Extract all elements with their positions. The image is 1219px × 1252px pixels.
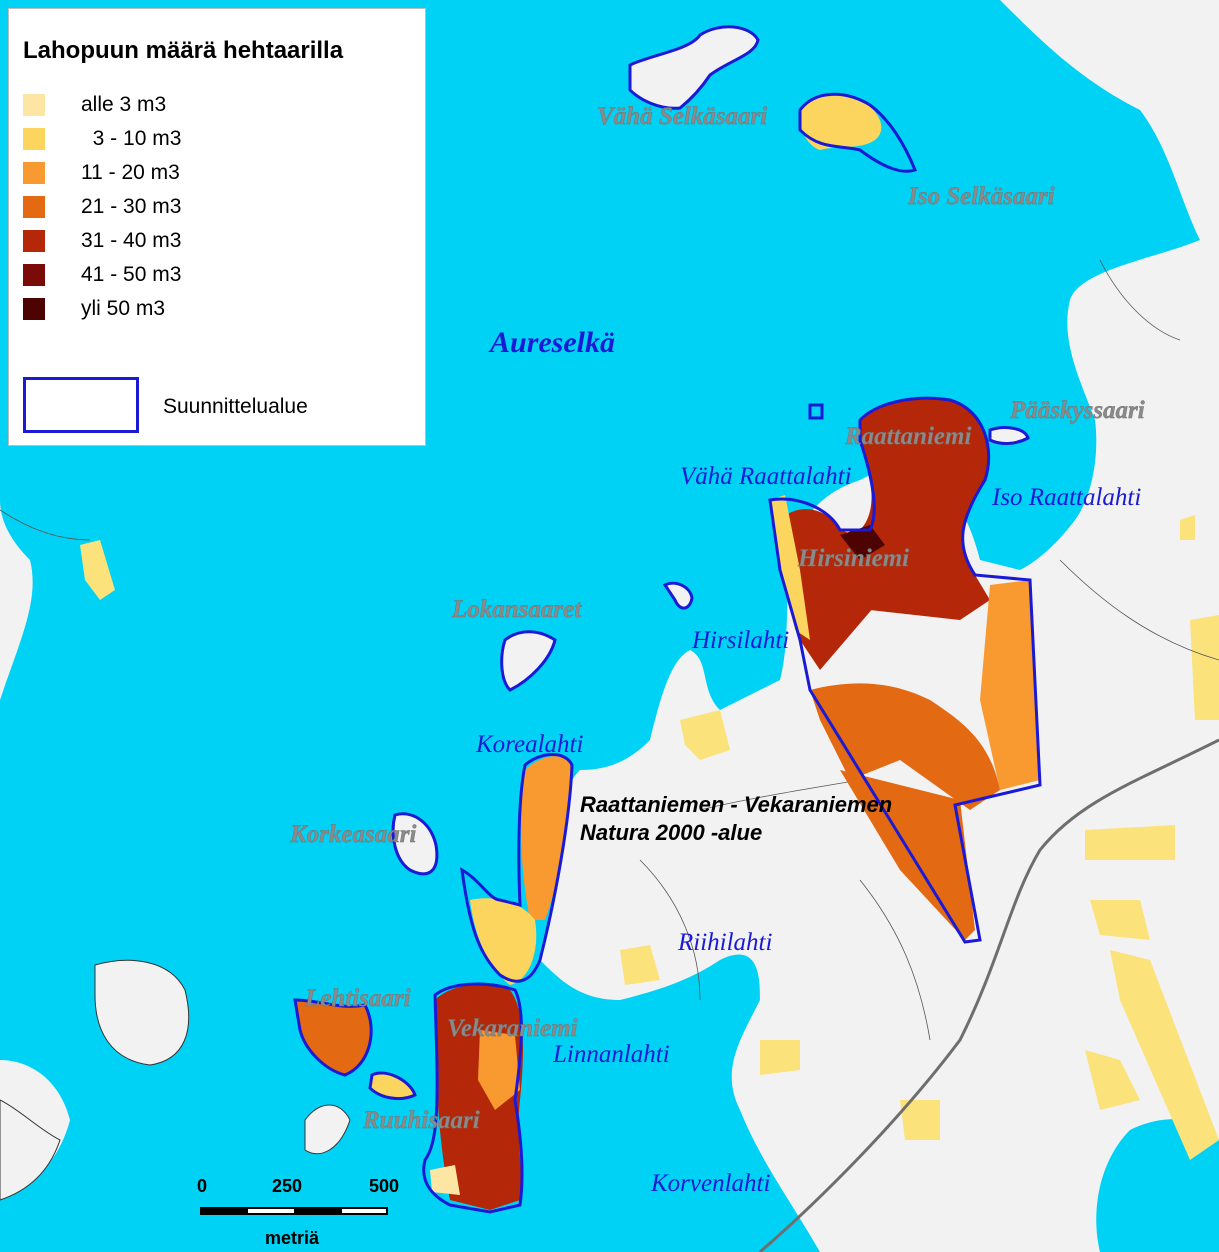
legend-label: yli 50 m3: [81, 297, 166, 320]
planning-area-swatch: [23, 377, 139, 433]
label-hirsiniemi: Hirsiniemi: [797, 545, 909, 572]
scale-bar: 0 250 500 metriä: [197, 1176, 399, 1248]
label-ruuhisaari: Ruuhisaari: [362, 1107, 480, 1134]
planning-area-outlines: [293, 25, 1042, 1214]
stand-vaha-selkasaari: [799, 94, 882, 150]
stand-vekaraniemi-inner: [478, 1030, 520, 1110]
legend-label: 11 - 20 m3: [81, 161, 180, 184]
legend-item: 3 - 10 m3: [23, 127, 181, 151]
legend-swatch: [23, 196, 45, 218]
label-raattaniemi: Raattaniemi: [844, 423, 971, 450]
legend-label: 41 - 50 m3: [81, 263, 182, 286]
legend-label: 21 - 30 m3: [81, 195, 182, 218]
legend-label: 3 - 10 m3: [81, 127, 182, 150]
legend-swatch: [23, 298, 45, 320]
legend-swatch: [23, 230, 45, 252]
label-riihilahti: Riihilahti: [677, 929, 773, 956]
legend-item: 31 - 40 m3: [23, 229, 181, 253]
legend-label: alle 3 m3: [81, 93, 167, 116]
legend-swatch: [23, 128, 45, 150]
legend-title: Lahopuun määrä hehtaarilla: [23, 37, 344, 64]
label-iso-raattalahti: Iso Raattalahti: [991, 484, 1141, 511]
label-vaha-raattalahti: Vähä Raattalahti: [680, 463, 852, 490]
label-korvenlahti: Korvenlahti: [650, 1170, 770, 1197]
scale-tick-0: 0: [197, 1176, 207, 1196]
scale-tick-250: 250: [272, 1176, 302, 1196]
label-lokansaaret: Lokansaaret: [451, 596, 582, 623]
scale-unit: metriä: [265, 1228, 320, 1248]
minor-roads: [0, 259, 1219, 1041]
label-paaskyssaari: Pääskyssaari: [1009, 397, 1145, 424]
stand-lehtisaari: [295, 1000, 372, 1075]
legend-item: 41 - 50 m3: [23, 263, 181, 287]
stand-raattaniemi-mid: [810, 683, 1000, 810]
label-linnanlahti: Linnanlahti: [552, 1041, 670, 1068]
label-korealahti: Korealahti: [475, 731, 583, 758]
stand-raattaniemi-south: [840, 770, 975, 940]
legend-item: 11 - 20 m3: [23, 161, 180, 185]
label-korkeasaari: Korkeasaari: [289, 821, 416, 848]
label-aureselka: Aureselkä: [488, 326, 615, 359]
label-natura-line2: Natura 2000 -alue: [580, 820, 762, 845]
legend-item: alle 3 m3: [23, 93, 166, 117]
scale-bar-white-2: [342, 1209, 386, 1213]
legend-item: yli 50 m3: [23, 297, 165, 321]
fields: [80, 515, 1219, 1160]
roads: [759, 738, 1219, 1252]
planning-area-label: Suunnittelualue: [163, 395, 308, 418]
label-lehtisaari: Lehtisaari: [304, 985, 411, 1012]
legend-swatch: [23, 264, 45, 286]
stand-ruuhisaari: [370, 1072, 415, 1099]
stand-korealahti: [520, 755, 572, 920]
legend-swatch: [23, 94, 45, 116]
stand-korealahti-south: [470, 898, 537, 985]
label-vaha-selkasaari: Vähä Selkäsaari: [597, 103, 767, 130]
scale-bar-white-1: [248, 1209, 294, 1213]
stand-hirsiniemi-core: [840, 525, 885, 560]
label-hirsilahti: Hirsilahti: [691, 627, 789, 654]
label-iso-selkasaari: Iso Selkäsaari: [907, 183, 1055, 210]
map-legend: Lahopuun määrä hehtaarilla alle 3 m3 3 -…: [8, 8, 426, 446]
label-vekaraniemi: Vekaraniemi: [447, 1015, 578, 1042]
stand-hirsiniemi-light: [770, 495, 810, 640]
legend-item: 21 - 30 m3: [23, 195, 181, 219]
legend-swatch: [23, 162, 45, 184]
stand-ruuhisaari-pale: [430, 1165, 460, 1195]
legend-label: 31 - 40 m3: [81, 229, 182, 252]
scale-tick-500: 500: [369, 1176, 399, 1196]
deadwood-stands: [295, 94, 1040, 1210]
label-natura-line1: Raattaniemen - Vekaraniemen: [580, 792, 892, 817]
stand-raattaniemi-east: [980, 580, 1040, 790]
